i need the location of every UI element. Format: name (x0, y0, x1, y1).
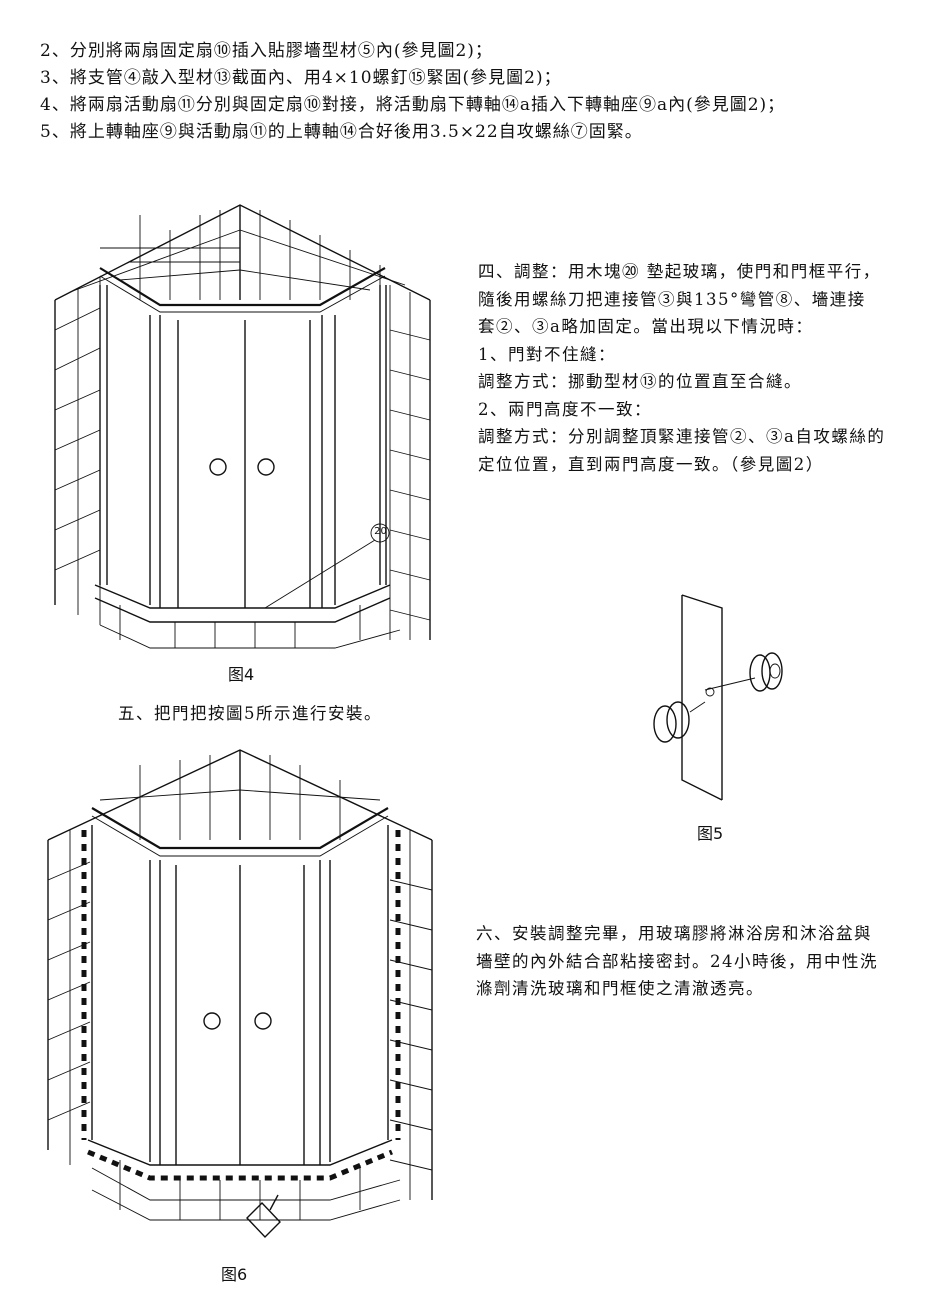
figure-5-caption: 图5 (697, 824, 724, 843)
step-5: 5、將上轉軸座⑨與活動扇⑪的上轉軸⑭合好後用3.5×22自攻螺絲⑦固緊。 (40, 122, 643, 142)
step-3: 3、將支管④敲入型材⑬截面內、用4×10螺釘⑮緊固(參見圖2)； (40, 68, 562, 88)
section-4-line: 調整方式：分別調整頂緊連接管②、③a自攻螺絲的 (478, 427, 886, 446)
section-4-line: 調整方式：挪動型材⑬的位置直至合縫。 (478, 372, 802, 391)
step-4: 4、將兩扇活動扇⑪分別與固定扇⑩對接，將活動扇下轉軸⑭a插入下轉軸座⑨a內(參見… (40, 95, 786, 115)
section-4-line: 隨後用螺絲刀把連接管③與135°彎管⑧、墻連接 (478, 289, 866, 309)
callout-number: 20 (374, 526, 387, 537)
section-4-line: 套②、③a略加固定。當出現以下情況時： (478, 317, 814, 336)
section-4-line: 2、兩門高度不一致： (478, 399, 652, 419)
figure-4-caption: 图4 (228, 665, 255, 684)
section-6-line: 滌劑清洗玻璃和門框使之清澈透亮。 (476, 979, 764, 998)
section-6-line: 六、安裝調整完畢，用玻璃膠將淋浴房和沐浴盆與 (476, 924, 872, 943)
section-4-line: 1、門對不住縫： (478, 344, 616, 364)
section-6-line: 墻壁的內外結合部粘接密封。24小時後，用中性洗 (476, 951, 878, 971)
step-2: 2、分別將兩扇固定扇⑩插入貼膠墻型材⑤內(參見圖2)； (40, 41, 493, 61)
section-4-adjustment: 四、調整：用木塊⑳ 墊起玻璃，使門和門框平行， 隨後用螺絲刀把連接管③與135°… (478, 258, 928, 478)
installation-steps: 2、分別將兩扇固定扇⑩插入貼膠墻型材⑤內(參見圖2)； 3、將支管④敲入型材⑬截… (40, 38, 920, 146)
section-4-line: 四、調整：用木塊⑳ 墊起玻璃，使門和門框平行， (478, 262, 881, 281)
section-5-handle: 五、把門把按圖5所示進行安裝。 (118, 704, 382, 723)
figure-6-caption: 图6 (221, 1265, 248, 1284)
section-6-sealing: 六、安裝調整完畢，用玻璃膠將淋浴房和沐浴盆與 墻壁的內外結合部粘接密封。24小時… (476, 920, 926, 1003)
section-4-line: 定位位置，直到兩門高度一致。（參見圖2） (478, 454, 824, 474)
